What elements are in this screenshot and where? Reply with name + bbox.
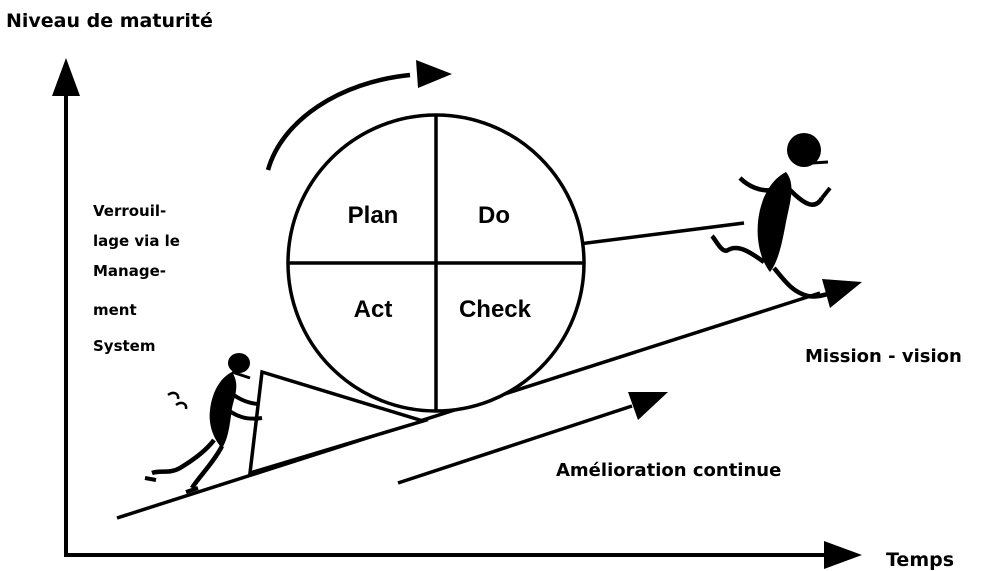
wedge-label-line-4: ment (93, 301, 137, 319)
pusher-foot-back (144, 476, 157, 482)
rotation-arrow-arc (265, 72, 411, 171)
pdca-check-label: Check (459, 296, 532, 323)
wedge-label-line-2: lage via le (93, 232, 180, 250)
wedge-label-line-5: System (93, 337, 155, 355)
effort-mark-2 (175, 401, 188, 410)
x-axis-arrowhead (824, 541, 862, 569)
effort-mark-1 (167, 391, 180, 400)
pusher-head (228, 353, 250, 373)
pusher-leg-front (190, 444, 225, 490)
running-figure (710, 133, 837, 299)
pdca-wheel: Plan Do Act Check (286, 113, 586, 413)
axes (52, 58, 862, 569)
improvement-arrow-shaft (397, 404, 633, 485)
rotation-arrowhead (416, 60, 452, 88)
wedge-label: Verrouil- lage via le Manage- ment Syste… (93, 202, 185, 355)
rotation-arrow (265, 60, 452, 171)
runner-body (757, 172, 792, 272)
wedge-label-line-1: Verrouil- (93, 202, 166, 220)
pusher-leg-back (151, 438, 216, 476)
runner-arm-front (788, 188, 824, 207)
improvement-arrow (397, 392, 668, 485)
runner-head (787, 133, 821, 167)
pdca-do-label: Do (478, 202, 510, 229)
slope-arrowhead (822, 279, 862, 308)
pusher-body (209, 372, 237, 448)
x-axis-label: Temps (886, 549, 954, 571)
runner-cap-brim (811, 160, 829, 165)
improvement-arrowhead (628, 392, 668, 420)
y-axis-arrowhead (52, 58, 80, 96)
runner-leg-back (710, 234, 766, 264)
mission-vision-label: Mission - vision (805, 346, 962, 367)
runner-hand-front (820, 186, 832, 200)
pdca-act-label: Act (354, 296, 393, 323)
improvement-label: Amélioration continue (556, 460, 781, 481)
wedge-chock (247, 369, 430, 476)
pushing-figure (144, 353, 263, 494)
pusher-cap-brim (231, 370, 251, 380)
runner-leg-front (772, 266, 837, 299)
pdca-plan-label: Plan (348, 202, 399, 229)
wedge-label-line-3: Manage- (93, 262, 166, 280)
y-axis-label: Niveau de maturité (6, 10, 213, 32)
runner-arm-back (738, 176, 775, 193)
pusher-arm-upper (223, 386, 259, 406)
pusher-foot-front (185, 486, 199, 494)
pusher-arm-lower (220, 403, 263, 421)
